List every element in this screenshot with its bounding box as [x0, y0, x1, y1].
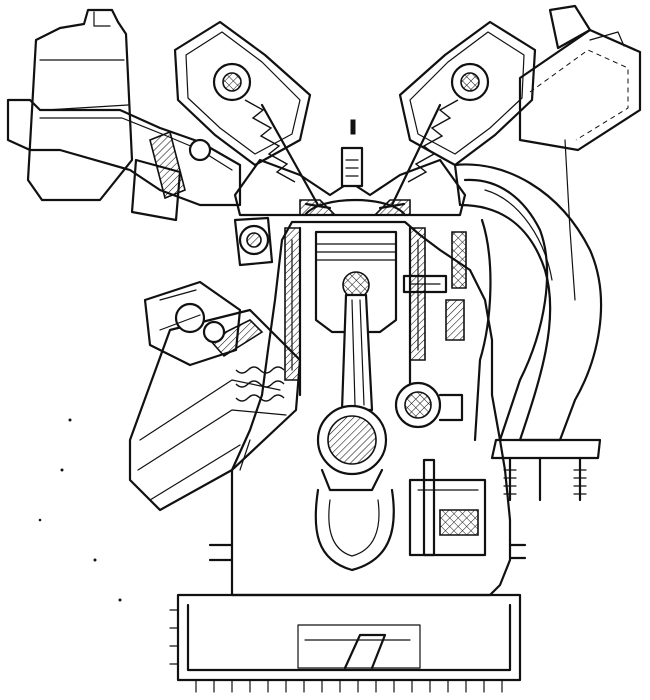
- auxiliary-shaft: [394, 381, 464, 429]
- exhaust-valve-spring: [407, 99, 459, 183]
- intake-valve-spring: [244, 99, 296, 183]
- crankshaft: [314, 404, 395, 572]
- intake-valve-stem: [260, 103, 320, 207]
- piston: [314, 230, 398, 334]
- carburettor: [130, 158, 182, 222]
- exhaust-manifold: [453, 163, 603, 502]
- sump-fins: [169, 609, 503, 693]
- heat-shield: [518, 4, 642, 301]
- crankcase: [208, 220, 527, 597]
- print-specks: [38, 418, 122, 602]
- connecting-rod: [340, 293, 374, 412]
- breather-union: [233, 216, 274, 267]
- air-filter: [26, 8, 134, 202]
- cylinder-head: [233, 119, 467, 217]
- crank-web: [314, 488, 395, 572]
- distributor-drive: [402, 231, 467, 341]
- exhaust-valve-stem: [390, 103, 442, 207]
- intake-cam-housing: [173, 20, 332, 210]
- oil-filter: [128, 308, 302, 512]
- oil-pickup: [343, 633, 387, 670]
- spark-plug: [340, 146, 364, 188]
- cylinder: [284, 226, 426, 397]
- exhaust-cam-housing: [378, 20, 537, 210]
- intake-manifold: [6, 98, 242, 222]
- oil-pump: [143, 280, 242, 367]
- oil-strainer: [297, 624, 421, 669]
- oil-sump: [169, 593, 522, 693]
- oil-pump-drive-shaft: [408, 458, 487, 557]
- exhaust-flange: [490, 438, 602, 460]
